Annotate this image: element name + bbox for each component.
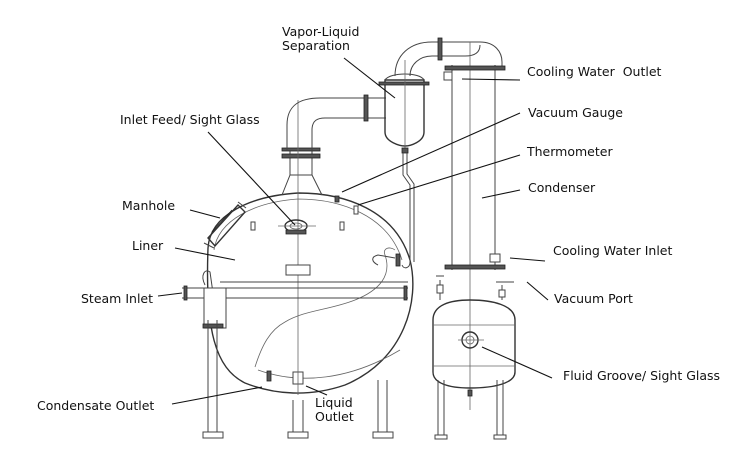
evaporator-vessel	[182, 100, 414, 395]
manhole-hatch	[203, 201, 247, 249]
crossover-pipe	[394, 37, 503, 77]
label-cooling-water-outlet: Cooling Water Outlet	[527, 64, 662, 79]
condenser-column	[443, 42, 506, 410]
label-vacuum-gauge: Vacuum Gauge	[528, 105, 623, 120]
label-vacuum-port: Vacuum Port	[554, 291, 633, 306]
vapor-liquid-separator	[378, 60, 430, 269]
label-condensate-outlet: Condensate Outlet	[37, 398, 154, 413]
label-thermometer: Thermometer	[526, 144, 613, 159]
label-liner: Liner	[132, 238, 164, 253]
label-fluid-groove-sight-glass: Fluid Groove/ Sight Glass	[563, 368, 720, 383]
label-inlet-feed-sight-glass: Inlet Feed/ Sight Glass	[120, 112, 260, 127]
leader-lines	[157, 57, 553, 405]
receiver-tank	[432, 275, 516, 440]
label-liquid-outlet-line2: Outlet	[315, 409, 354, 424]
label-condenser: Condenser	[528, 180, 596, 195]
support-legs	[202, 320, 394, 439]
vapor-pipe	[286, 94, 386, 150]
label-cooling-water-inlet: Cooling Water Inlet	[553, 243, 672, 258]
label-liquid-outlet-line1: Liquid	[315, 395, 353, 410]
label-vapor-liquid-separation-line2: Separation	[282, 38, 350, 53]
label-vapor-liquid-separation-line1: Vapor-Liquid	[282, 24, 359, 39]
label-steam-inlet: Steam Inlet	[81, 291, 153, 306]
label-manhole: Manhole	[122, 198, 175, 213]
